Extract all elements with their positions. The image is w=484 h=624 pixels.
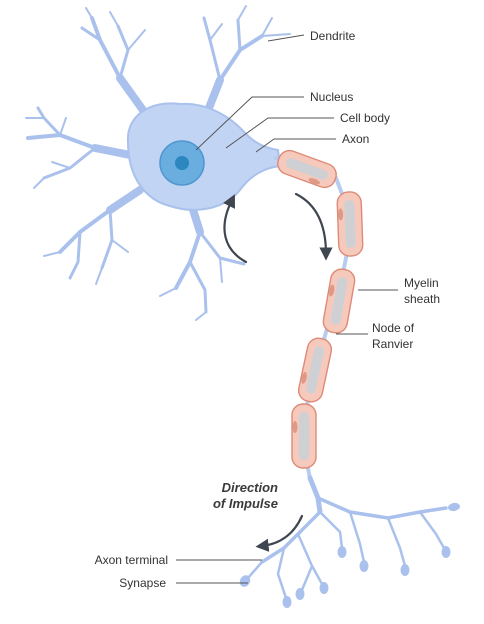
synapse-label: Synapse <box>119 576 166 590</box>
dendrite-label: Dendrite <box>310 29 356 43</box>
cell-body <box>126 102 282 211</box>
axon-label: Axon <box>342 132 369 146</box>
nucleus-label: Nucleus <box>310 90 353 104</box>
direction-label-line2: of Impulse <box>213 496 278 511</box>
node-of-ranvier-label-line1: Node of <box>372 321 415 335</box>
impulse-arrow-cell-body <box>223 194 248 264</box>
myelin-sheath-label-line1: Myelin <box>404 276 439 290</box>
myelin-sheath-label-line2: sheath <box>404 292 440 306</box>
node-of-ranvier-label-line2: Ranvier <box>372 337 413 351</box>
impulse-arrow-terminal <box>255 514 304 552</box>
impulse-arrow-axon <box>294 192 333 261</box>
nucleus <box>159 140 205 186</box>
axon-terminal-label: Axon terminal <box>95 553 168 567</box>
direction-label-line1: Direction <box>222 480 278 495</box>
leader-lines <box>176 34 398 584</box>
axon-terminals <box>239 475 460 608</box>
cell-body-label: Cell body <box>340 111 390 125</box>
myelin-segments <box>277 149 364 469</box>
